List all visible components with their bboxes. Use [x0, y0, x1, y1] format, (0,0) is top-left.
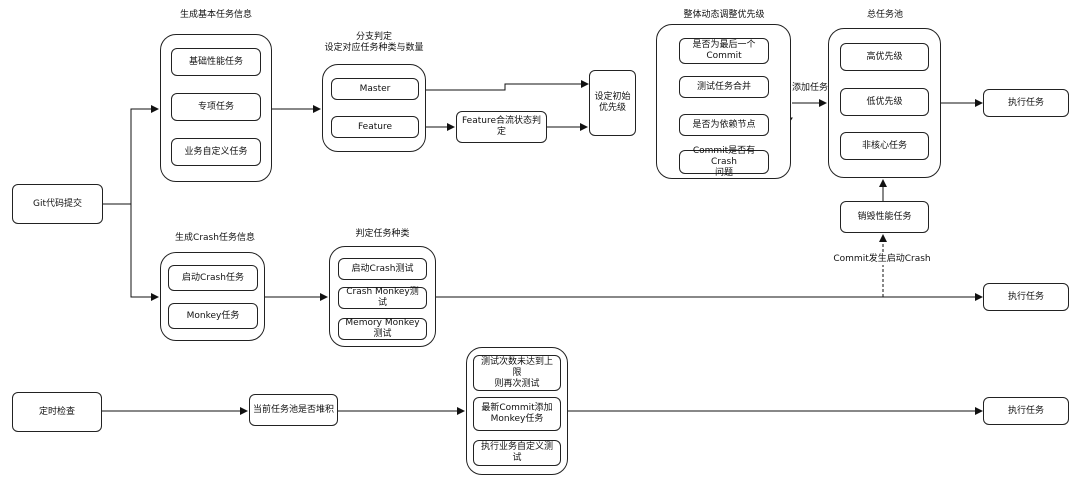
memory-monkey-test: Memory Monkey测试	[338, 318, 427, 340]
commit-has-crash: Commit是否有Crash 问题	[679, 146, 769, 178]
exec-biz-custom-test: 执行业务自定义测试	[473, 440, 561, 466]
launch-crash-task: 启动Crash任务	[168, 265, 258, 291]
basic-perf-task: 基础性能任务	[171, 48, 261, 76]
git-commit-node: Git代码提交	[12, 184, 103, 224]
timed-check-node: 定时检查	[12, 392, 102, 432]
latest-commit-monkey: 最新Commit添加 Monkey任务	[473, 397, 561, 431]
label-total-pool: 总任务池	[866, 10, 903, 20]
arrow-master-to-priority	[423, 80, 589, 91]
monkey-task: Monkey任务	[168, 303, 258, 329]
arrow-git-to-crash	[130, 204, 159, 301]
is-dependency-node: 是否为依赖节点	[679, 114, 769, 136]
biz-custom-task: 业务自定义任务	[171, 138, 261, 166]
feature-branch: Feature	[331, 116, 419, 138]
destroy-perf-task: 销毁性能任务	[840, 201, 929, 233]
master-branch: Master	[331, 78, 419, 100]
is-last-commit: 是否为最后一个 Commit	[679, 38, 769, 64]
execute-task-3: 执行任务	[983, 397, 1069, 425]
launch-crash-test: 启动Crash测试	[338, 258, 427, 280]
noncore-task: 非核心任务	[840, 132, 929, 160]
test-task-merge: 测试任务合并	[679, 76, 769, 98]
execute-task-2: 执行任务	[983, 283, 1069, 311]
feature-merge-judge: Feature合流状态判定	[456, 111, 547, 143]
label-gen-crash: 生成Crash任务信息	[175, 233, 255, 243]
label-gen-basic: 生成基本任务信息	[179, 10, 252, 20]
label-commit-crash: Commit发生启动Crash	[828, 254, 936, 265]
label-add-task: 添加任务	[791, 83, 828, 93]
low-priority: 低优先级	[840, 88, 929, 116]
label-dynamic-priority: 整体动态调整优先级	[683, 10, 765, 20]
label-branch: 分支判定 设定对应任务种类与数量	[324, 32, 424, 53]
high-priority: 高优先级	[840, 43, 929, 71]
retry-test: 测试次数未达到上限 则再次测试	[473, 355, 561, 391]
set-initial-priority: 设定初始 优先级	[589, 70, 636, 136]
arrow-git-to-basic	[103, 105, 159, 205]
special-task: 专项任务	[171, 93, 261, 121]
pool-backlog-check: 当前任务池是否堆积	[249, 394, 338, 426]
execute-task-1: 执行任务	[983, 89, 1069, 117]
label-judge-type: 判定任务种类	[355, 229, 410, 239]
crash-monkey-test: Crash Monkey测试	[338, 287, 427, 309]
